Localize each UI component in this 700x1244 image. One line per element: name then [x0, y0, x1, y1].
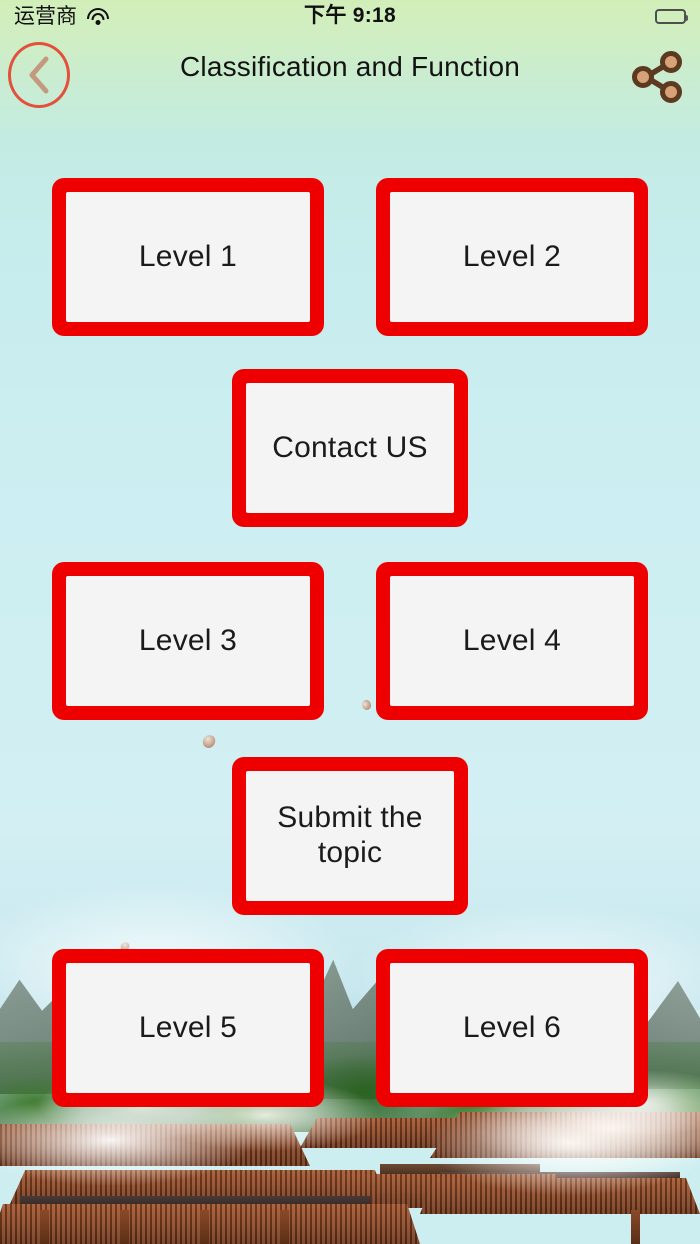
palace-pillar	[200, 1210, 209, 1244]
palace-pillar	[280, 1210, 289, 1244]
submit-topic-button[interactable]: Submit the topic	[232, 757, 468, 915]
status-bar-clock: 下午 9:18	[304, 4, 396, 27]
button-face: Level 2	[390, 192, 634, 322]
button-face: Level 6	[390, 963, 634, 1093]
wifi-icon	[86, 7, 110, 25]
contact-us-button[interactable]: Contact US	[232, 369, 468, 527]
button-face: Contact US	[246, 383, 454, 513]
button-face: Level 5	[66, 963, 310, 1093]
back-chevron-icon	[26, 55, 52, 95]
status-bar: 运营商 下午 9:18	[0, 0, 700, 32]
palace-pillar	[631, 1210, 640, 1244]
palace-roof	[0, 1204, 420, 1244]
button-face: Submit the topic	[246, 771, 454, 901]
back-button[interactable]	[8, 42, 70, 108]
battery-full-icon	[655, 8, 688, 24]
share-icon	[628, 51, 686, 110]
button-face: Level 3	[66, 576, 310, 706]
button-face: Level 4	[390, 576, 634, 706]
level-4-button[interactable]: Level 4	[376, 562, 648, 720]
level-6-button[interactable]: Level 6	[376, 949, 648, 1107]
button-label: Level 2	[462, 239, 562, 273]
button-label: Level 1	[138, 239, 238, 273]
level-1-button[interactable]: Level 1	[52, 178, 324, 336]
status-bar-left: 运营商	[14, 6, 304, 27]
status-bar-center: 下午 9:18	[304, 5, 396, 27]
button-face: Level 1	[66, 192, 310, 322]
button-label: Level 5	[138, 1010, 238, 1044]
button-label: Level 6	[462, 1010, 562, 1044]
palace-pillar	[120, 1210, 129, 1244]
share-button[interactable]	[628, 48, 686, 106]
button-label: Level 4	[462, 623, 562, 657]
button-label: Level 3	[138, 623, 238, 657]
level-2-button[interactable]: Level 2	[376, 178, 648, 336]
status-bar-right	[396, 8, 688, 24]
level-3-button[interactable]: Level 3	[52, 562, 324, 720]
palace-pillar	[40, 1210, 49, 1244]
navigation-bar: Classification and Function	[0, 32, 700, 120]
level-5-button[interactable]: Level 5	[52, 949, 324, 1107]
button-label: Contact US	[272, 430, 428, 464]
page-title: Classification and Function	[179, 51, 521, 82]
button-label: Submit the topic	[277, 801, 423, 869]
carrier-label: 运营商	[14, 4, 77, 28]
